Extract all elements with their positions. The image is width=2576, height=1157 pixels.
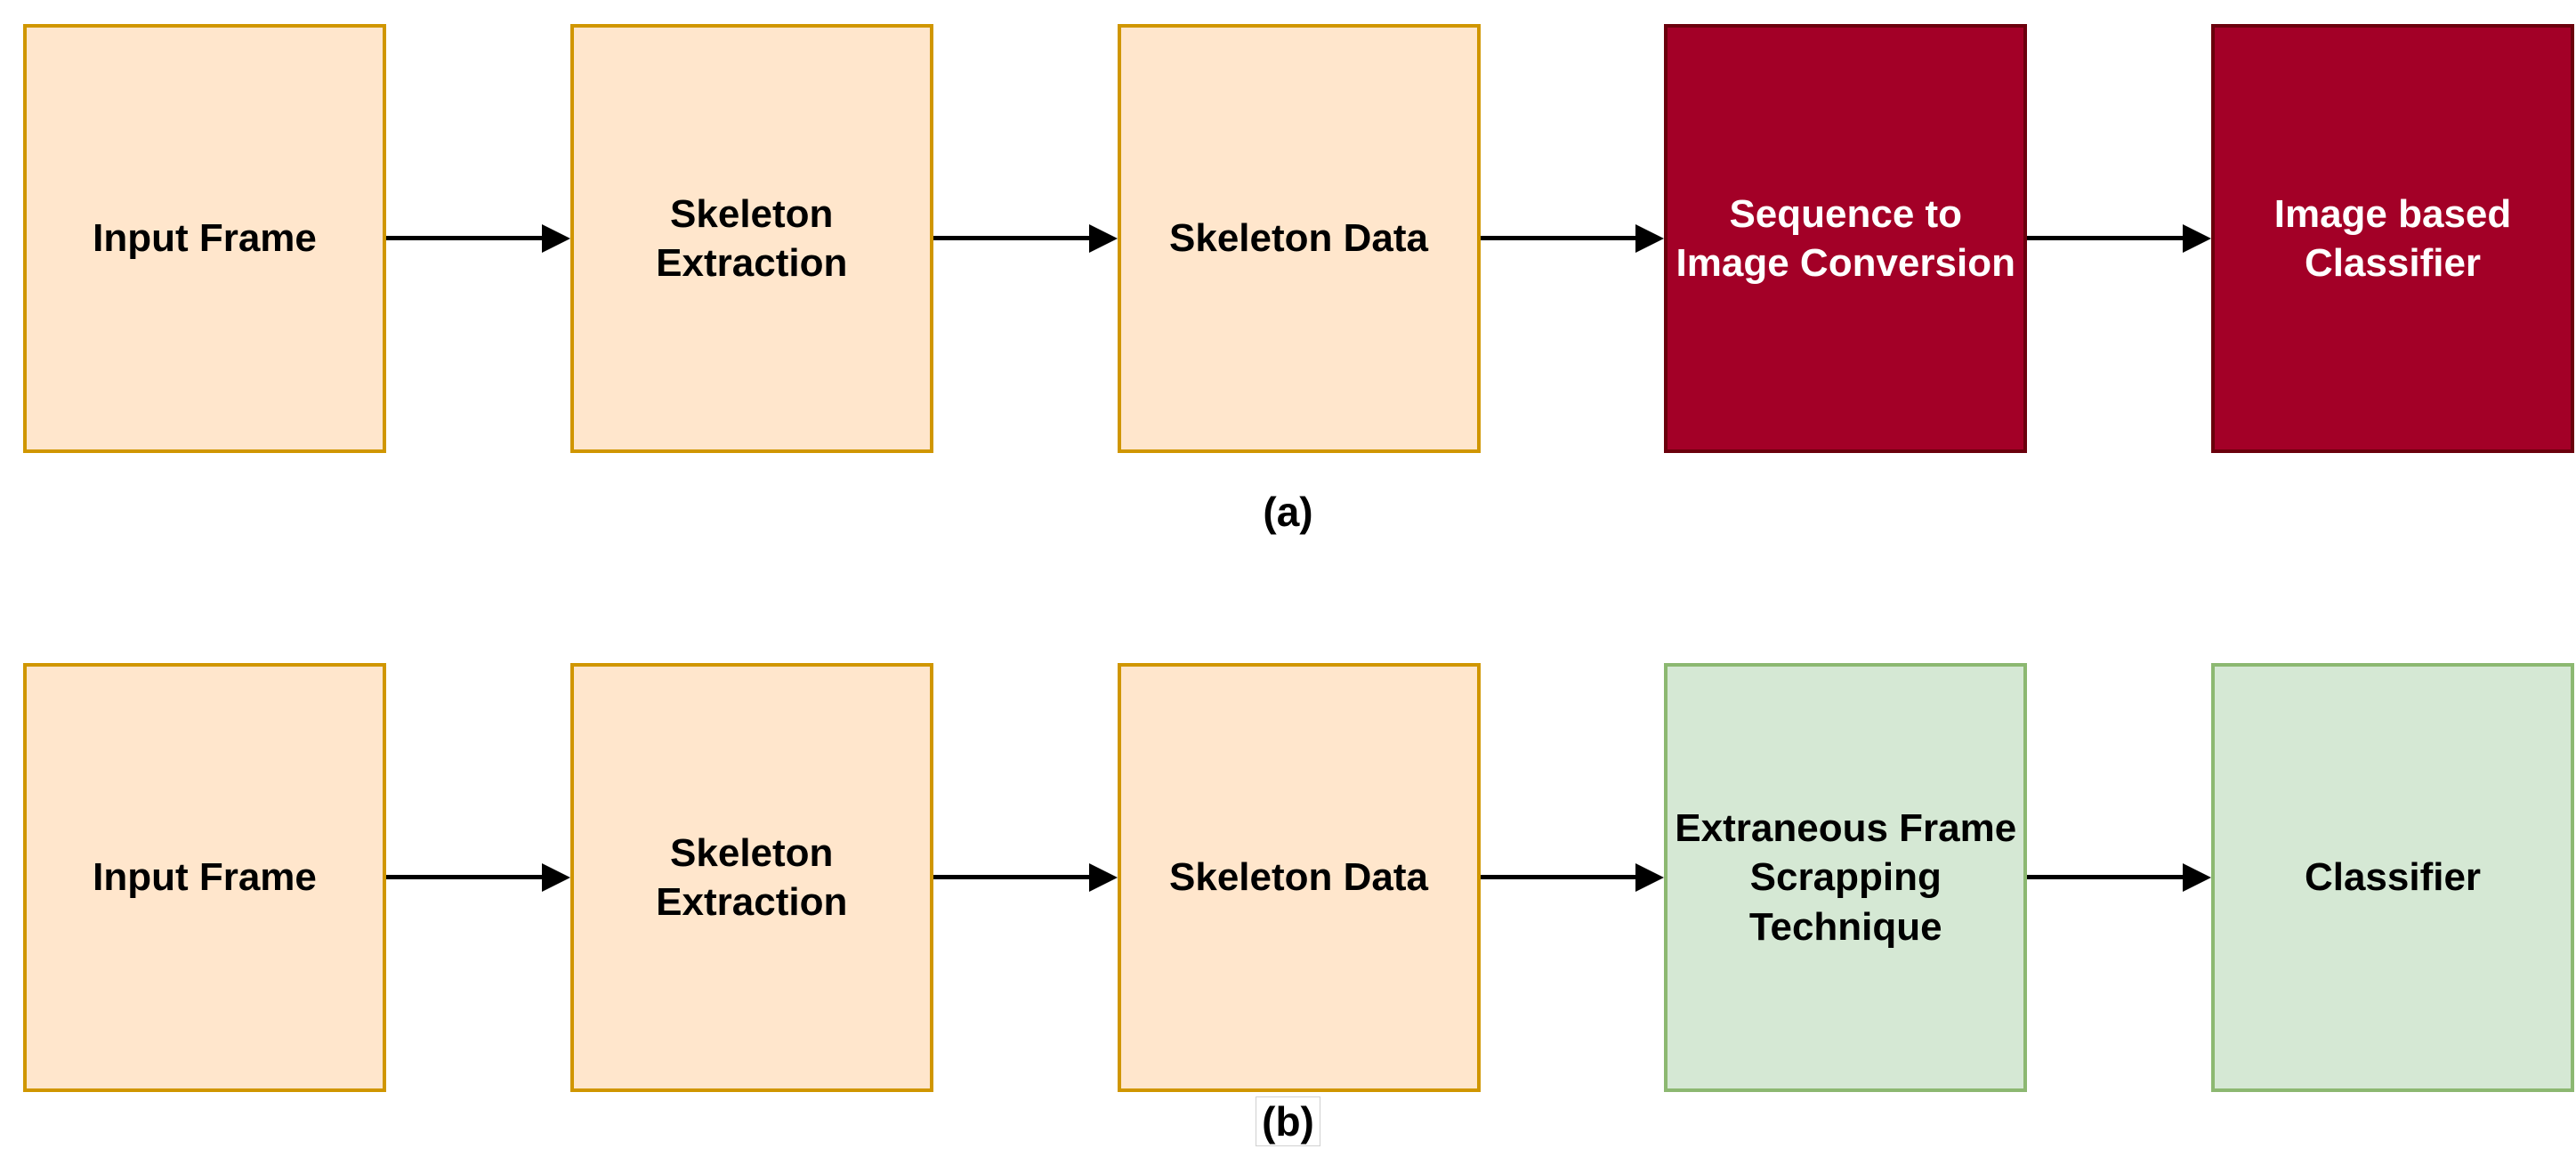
caption-b-label: (b) [1256, 1096, 1320, 1146]
pipeline-row-a: Input Frame Skeleton Extraction Skeleton… [0, 24, 2576, 453]
node-image-based-classifier: Image based Classifier [2211, 24, 2574, 453]
pipeline-row-b: Input Frame Skeleton Extraction Skeleton… [0, 663, 2576, 1092]
arrow-line [933, 236, 1096, 240]
arrow-head-icon [1635, 224, 1665, 253]
node-label: Skeleton Extraction [656, 191, 848, 285]
arrow-head-icon [2183, 224, 2211, 253]
arrow-head-icon [1635, 863, 1665, 892]
arrow-line [933, 875, 1096, 879]
node-input-frame-b: Input Frame [23, 663, 386, 1092]
node-label: Input Frame [93, 216, 317, 261]
node-skeleton-data-b: Skeleton Data [1117, 663, 1481, 1092]
arrow-line [2027, 236, 2190, 240]
caption-a: (a) [0, 488, 2576, 536]
arrow-line [386, 875, 549, 879]
flow-arrow [2027, 663, 2211, 1092]
arrow-line [386, 236, 549, 240]
flow-arrow [933, 24, 1118, 453]
caption-a-label: (a) [1263, 489, 1313, 535]
flow-arrow [933, 663, 1118, 1092]
arrow-head-icon [1088, 863, 1118, 892]
node-label: Skeleton Data [1169, 216, 1428, 261]
node-skeleton-data-a: Skeleton Data [1117, 24, 1481, 453]
flow-arrow [1480, 663, 1665, 1092]
node-label: Skeleton Extraction [656, 830, 848, 924]
node-label: Classifier [2304, 855, 2482, 900]
arrow-line [1480, 236, 1643, 240]
flow-arrow [1480, 24, 1665, 453]
node-label: Image based Classifier [2273, 191, 2512, 285]
node-sequence-to-image-conversion: Sequence to Image Conversion [1664, 24, 2028, 453]
arrow-head-icon [541, 224, 570, 253]
arrow-line [1480, 875, 1643, 879]
node-label: Sequence to Image Conversion [1676, 191, 2015, 285]
node-label: Skeleton Data [1169, 855, 1428, 900]
node-input-frame-a: Input Frame [23, 24, 386, 453]
flow-arrow [386, 663, 570, 1092]
node-classifier: Classifier [2211, 663, 2574, 1092]
node-skeleton-extraction-b: Skeleton Extraction [569, 663, 933, 1092]
node-extraneous-frame-scrapping-technique: Extraneous Frame Scrapping Technique [1664, 663, 2028, 1092]
arrow-line [2027, 875, 2190, 879]
arrow-head-icon [541, 863, 570, 892]
node-skeleton-extraction-a: Skeleton Extraction [569, 24, 933, 453]
node-label: Input Frame [93, 855, 317, 900]
arrow-head-icon [2183, 863, 2211, 892]
arrow-head-icon [1088, 224, 1118, 253]
flow-arrow [386, 24, 570, 453]
node-label: Extraneous Frame Scrapping Technique [1675, 805, 2017, 949]
flow-arrow [2027, 24, 2211, 453]
caption-b: (b) [0, 1096, 2576, 1146]
